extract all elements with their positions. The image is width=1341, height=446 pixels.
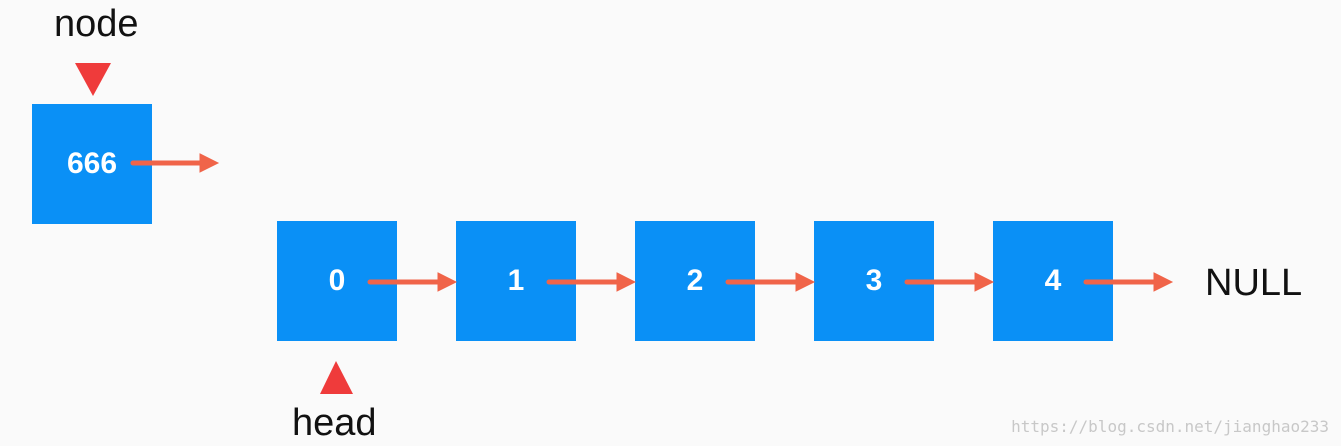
null-label: NULL — [1205, 262, 1303, 304]
list-node-0: 0 — [277, 221, 397, 341]
triangle-up-icon — [320, 361, 353, 394]
list-node-1-value: 1 — [507, 264, 525, 297]
list-node-3: 3 — [814, 221, 934, 341]
list-node-0-value: 0 — [328, 264, 346, 297]
list-node-2-value: 2 — [686, 264, 704, 297]
list-node-1: 1 — [456, 221, 576, 341]
head-label: head — [292, 402, 377, 444]
list-node-3-value: 3 — [865, 264, 883, 297]
new-node-box: 666 — [32, 104, 152, 224]
watermark-text: https://blog.csdn.net/jianghao233 — [1011, 417, 1329, 436]
list-node-4: 4 — [993, 221, 1113, 341]
node-label: node — [54, 3, 139, 45]
triangle-down-icon — [75, 63, 111, 96]
new-node-value: 666 — [66, 147, 118, 180]
list-node-2: 2 — [635, 221, 755, 341]
list-node-4-value: 4 — [1044, 264, 1062, 297]
